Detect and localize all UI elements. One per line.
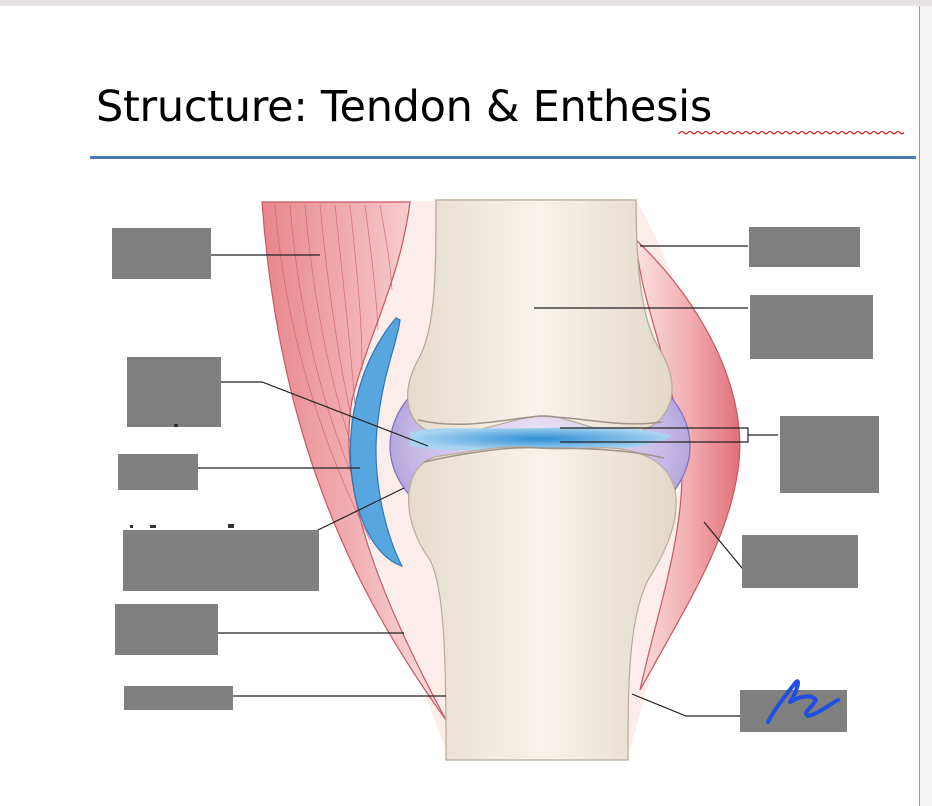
- synovial-fluid: [410, 426, 672, 451]
- text-remnants: [130, 424, 234, 528]
- label-box-6: [124, 686, 233, 710]
- label-box-7: [749, 227, 860, 267]
- articular-cartilage-lower: [423, 446, 665, 463]
- title-underline-rule: [90, 156, 916, 159]
- label-box-3: [118, 454, 198, 490]
- label-box-9: [780, 416, 879, 493]
- vertical-scrollbar[interactable]: [919, 6, 932, 806]
- label-box-10: [742, 535, 858, 588]
- label-box-1: [112, 228, 211, 279]
- articular-cartilage-upper: [417, 415, 663, 426]
- label-box-4: [123, 530, 319, 591]
- bursa: [349, 317, 404, 568]
- label-box-8: [750, 295, 873, 359]
- spellcheck-underline: [678, 131, 904, 135]
- label-box-5: [115, 604, 218, 655]
- leader-lines: [198, 245, 778, 717]
- handwritten-scribble: [766, 679, 840, 724]
- window-top-bar: [0, 0, 932, 6]
- label-box-2: [127, 357, 221, 427]
- slide-title: Structure: Tendon & Enthesis: [96, 82, 712, 132]
